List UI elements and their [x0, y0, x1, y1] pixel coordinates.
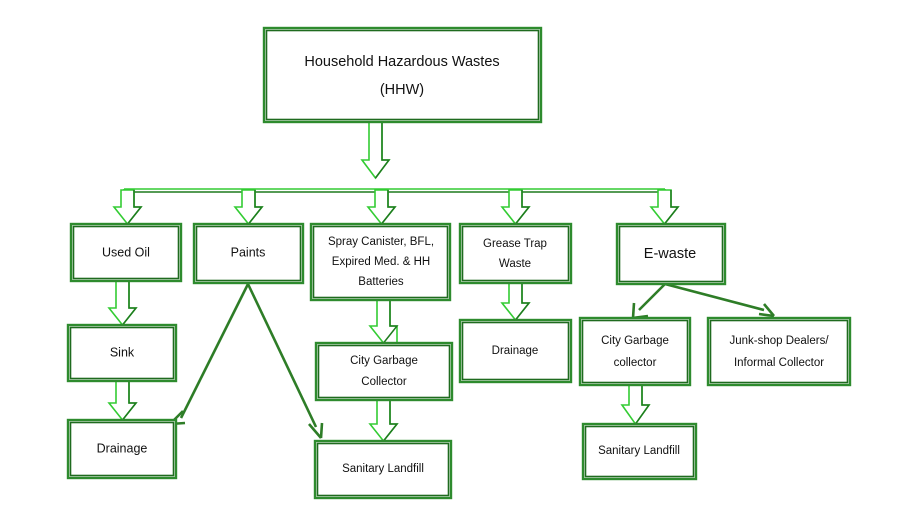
edge-bar-to-grease-trap [500, 189, 531, 226]
node-hhw[interactable]: Household Hazardous Wastes (HHW) [262, 26, 543, 124]
edge-e-waste-to-city-garbage-collector-right [631, 283, 666, 320]
node-sanitary-landfill-mid[interactable]: Sanitary Landfill [313, 439, 453, 500]
node-city-garbage-collector-right-line1: City Garbage [601, 335, 669, 347]
node-hhw-line1: Household Hazardous Wastes [304, 54, 499, 70]
node-drainage-left-label: Drainage [97, 441, 148, 455]
node-junk-shop-dealers-line1: Junk-shop Dealers/ [729, 335, 829, 347]
node-city-garbage-collector-mid[interactable]: City Garbage Collector [314, 341, 454, 402]
node-grease-trap-line1: Grease Trap [483, 238, 547, 250]
node-city-garbage-collector-mid-line1: City Garbage [350, 355, 418, 367]
edge-sink-to-drainage-left [107, 380, 138, 422]
node-sanitary-landfill-right-label: Sanitary Landfill [598, 445, 680, 457]
node-paints-label: Paints [231, 245, 266, 259]
node-e-waste[interactable]: E-waste [615, 222, 727, 286]
edge-used-oil-to-sink [107, 280, 138, 327]
node-junk-shop-dealers[interactable]: Junk-shop Dealers/ Informal Collector [706, 316, 852, 387]
node-spray-canister-line1: Spray Canister, BFL, [328, 236, 434, 248]
edge-spray-canister-to-city-garbage-collector-mid [368, 298, 399, 344]
node-used-oil[interactable]: Used Oil [69, 222, 183, 283]
node-sink-label: Sink [110, 345, 135, 359]
node-drainage-mid[interactable]: Drainage [458, 318, 573, 384]
edge-paints-to-drainage-left [169, 283, 250, 426]
edge-bar-to-paints [233, 189, 264, 226]
node-junk-shop-dealers-line2: Informal Collector [734, 357, 824, 369]
node-grease-trap-line2: Waste [499, 258, 531, 270]
edge-city-garbage-collector-right-to-sanitary-landfill-right [620, 384, 651, 426]
edge-city-garbage-collector-mid-to-sanitary-landfill-mid [368, 399, 399, 443]
node-used-oil-label: Used Oil [102, 245, 150, 259]
node-grease-trap[interactable]: Grease Trap Waste [458, 222, 573, 285]
node-e-waste-label: E-waste [644, 246, 696, 262]
node-spray-canister-line2: Expired Med. & HH [332, 256, 430, 268]
node-drainage-left[interactable]: Drainage [66, 418, 178, 480]
node-sanitary-landfill-mid-label: Sanitary Landfill [342, 463, 424, 475]
node-sink[interactable]: Sink [66, 323, 178, 383]
distribution-bar [123, 188, 666, 196]
edge-bar-to-spray-canister [366, 189, 397, 226]
node-city-garbage-collector-right-line2: collector [614, 357, 657, 369]
node-spray-canister[interactable]: Spray Canister, BFL, Expired Med. & HH B… [309, 222, 452, 302]
edge-bar-to-e-waste [649, 189, 680, 226]
edge-hhw-to-distribution-bar [360, 121, 391, 180]
node-hhw-line2: (HHW) [380, 82, 424, 98]
node-city-garbage-collector-right[interactable]: City Garbage collector [578, 316, 692, 387]
edge-bar-to-used-oil [112, 189, 143, 226]
edge-paints-to-sanitary-landfill-mid [246, 283, 324, 439]
node-city-garbage-collector-mid-line2: Collector [361, 376, 407, 388]
node-drainage-mid-label: Drainage [492, 345, 539, 357]
node-paints[interactable]: Paints [192, 222, 305, 285]
node-sanitary-landfill-right[interactable]: Sanitary Landfill [581, 422, 698, 481]
node-spray-canister-line3: Batteries [358, 276, 404, 288]
edge-e-waste-to-junk-shop-dealers [664, 282, 775, 318]
edge-grease-trap-to-drainage-mid [500, 282, 531, 322]
